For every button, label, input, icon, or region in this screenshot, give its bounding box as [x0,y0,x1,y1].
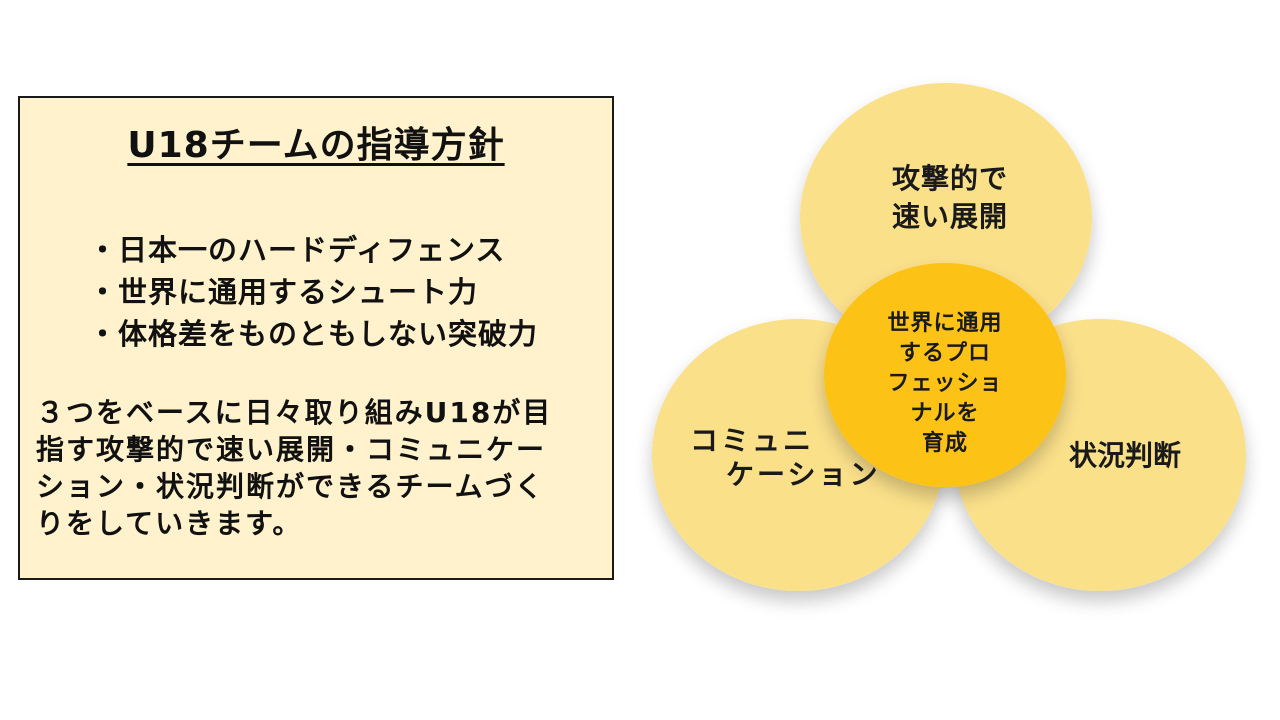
top-circle-label: 攻撃的で 速い展開 [850,160,1050,236]
label-line: 世界に通用 [887,311,1003,336]
bullet-item: ・体格差をものともしない突破力 [88,317,539,351]
label-line: コミュニ [690,424,815,457]
bullet-item: ・世界に通用するシュート力 [88,275,479,309]
label-line: ケーション [726,458,881,491]
label-line: 育成 [921,431,968,456]
policy-paragraph: ３つをベースに日々取り組みU18が目 指す攻撃的で速い展開・コミュニケー ション… [36,394,606,542]
left-circle-label: コミュニ ケーション [690,424,880,492]
label-line: 状況判断 [1068,439,1181,472]
paragraph-line: りをしていきます。 [36,507,303,540]
policy-title: U18チームの指導方針 [127,125,505,166]
label-line: 攻撃的で [891,162,1008,195]
label-line: フェッショ [887,371,1003,396]
policy-bullet-list: ・日本一のハードディフェンス ・世界に通用するシュート力 ・体格差をものともしな… [88,229,538,355]
center-circle-label: 世界に通用 するプロ フェッショ ナルを 育成 [855,309,1035,459]
paragraph-line: 指す攻撃的で速い展開・コミュニケー [36,433,547,466]
right-circle-label: 状況判断 [1050,439,1200,473]
paragraph-line: ション・状況判断ができるチームづく [36,470,545,503]
label-line: するプロ [898,341,991,366]
label-line: ナルを [910,401,980,426]
paragraph-line: ３つをベースに日々取り組みU18が目 [36,396,553,429]
policy-text-box: U18チームの指導方針 ・日本一のハードディフェンス ・世界に通用するシュート力… [18,96,614,580]
bullet-item: ・日本一のハードディフェンス [88,233,506,267]
label-line: 速い展開 [891,200,1008,233]
center-circle [824,263,1066,487]
